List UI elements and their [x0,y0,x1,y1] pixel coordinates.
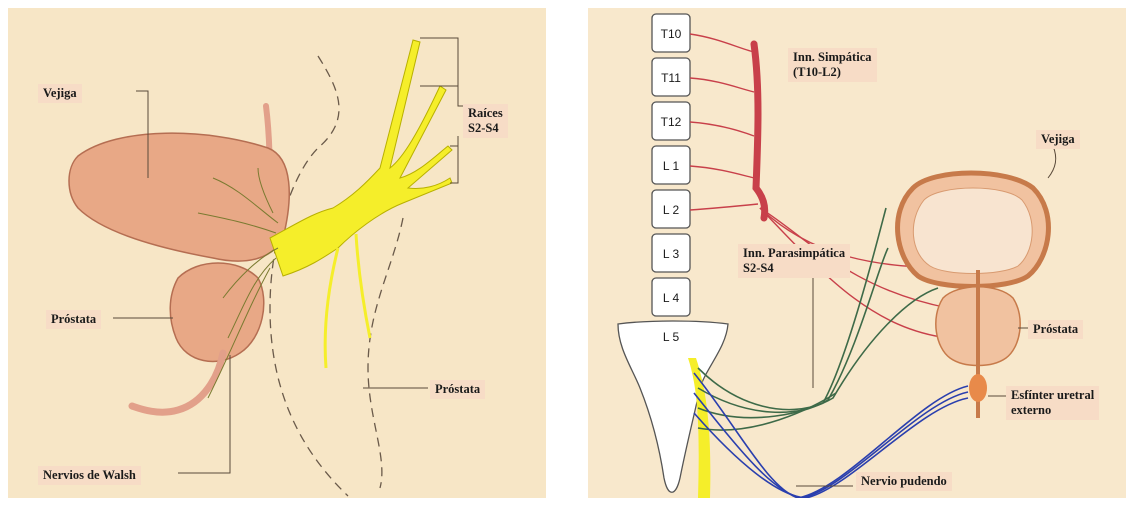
bladder-shape [69,133,289,261]
urethral-sphincter [969,374,987,402]
prostata-label: Próstata [1028,320,1083,339]
vertebra-label: L 4 [652,291,690,306]
vertebra-label: T10 [652,27,690,42]
vejiga-label: Vejiga [1036,130,1080,149]
inn-parasimpatica-label: Inn. Parasimpática S2-S4 [738,244,850,278]
raices-label: Raíces S2-S4 [463,104,508,138]
right-anatomy-panel: T10 T11 T12 L 1 L 2 L 3 L 4 L 5 Inn. Sim… [588,8,1126,498]
nervio-pudendo-label: Nervio pudendo [856,472,952,491]
prostata-left-label: Próstata [46,310,101,329]
nervios-walsh-label: Nervios de Walsh [38,466,141,485]
vertebra-label: L 5 [652,330,690,345]
prostate-dashed-outline [270,56,348,496]
left-anatomy-illustration [8,8,546,498]
prostate-shape [170,263,264,361]
inn-simpatica-label: Inn. Simpática (T10-L2) [788,48,877,82]
sympathetic-chain [754,44,765,218]
vertebra-label: T12 [652,115,690,130]
left-anatomy-panel: Vejiga Raíces S2-S4 Próstata Próstata Ne… [8,8,546,498]
nerve-branch [325,248,338,368]
prostate-dashed-outline-inner [368,218,403,488]
vertebra-label: L 3 [652,247,690,262]
esfinter-label: Esfínter uretral externo [1006,386,1099,420]
vertebra-label: L 1 [652,159,690,174]
nerve-branch [356,234,370,338]
sacrum [618,321,728,492]
pelvic-plexus-nerves [270,40,452,276]
vertebra-label: T11 [652,71,690,86]
prostata-right-label: Próstata [430,380,485,399]
vejiga-label: Vejiga [38,84,82,103]
vertebra-label: L 2 [652,203,690,218]
bladder-inner [913,188,1032,274]
